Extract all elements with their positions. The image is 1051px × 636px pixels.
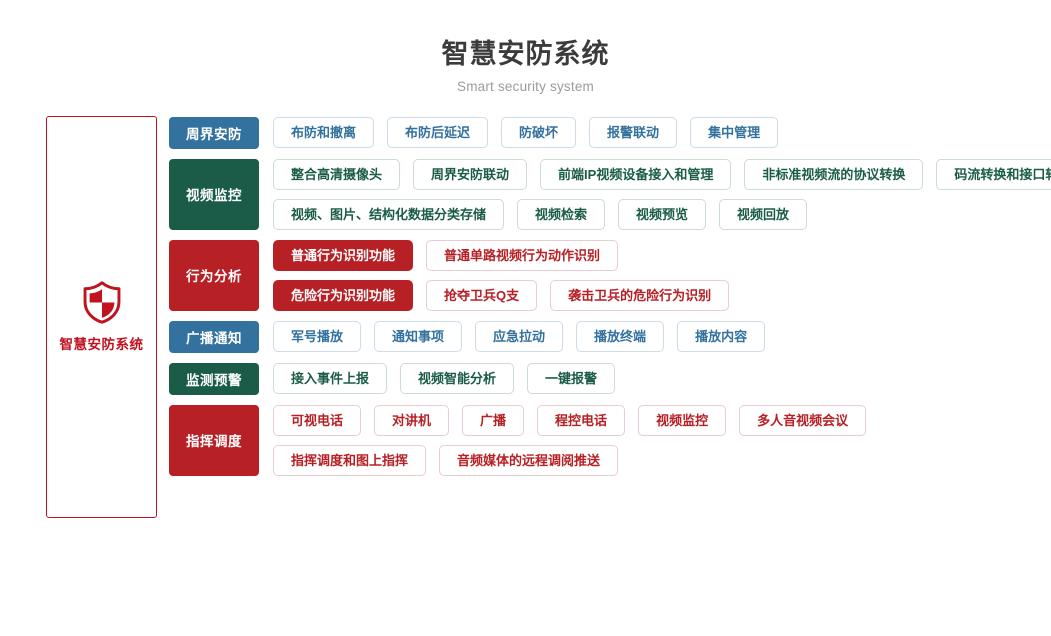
feature-chip[interactable]: 播放终端 [576,321,665,353]
feature-chip[interactable]: 整合高清摄像头 [273,158,401,190]
page-header: 智慧安防系统 Smart security system [0,0,1051,94]
category-button[interactable]: 视频监控 [169,158,259,230]
category-row: 周界安防布防和撤离布防后延迟防破坏报警联动集中管理 [169,116,1051,149]
category-row: 广播通知军号播放通知事项应急拉动播放终端播放内容 [169,320,1051,353]
category-button[interactable]: 周界安防 [169,116,259,149]
chip-group: 布防和撤离布防后延迟防破坏报警联动集中管理 [273,117,779,149]
page-subtitle: Smart security system [457,78,594,94]
feature-chip[interactable]: 袭击卫兵的危险行为识别 [550,279,730,311]
feature-chip[interactable]: 视频、图片、结构化数据分类存储 [273,198,505,230]
chip-line: 视频、图片、结构化数据分类存储视频检索视频预览视频回放 [273,198,1051,230]
feature-chip[interactable]: 防破坏 [501,117,577,149]
category-row: 视频监控整合高清摄像头周界安防联动前端IP视频设备接入和管理非标准视频流的协议转… [169,158,1051,230]
feature-chip[interactable]: 视频监控 [638,404,727,436]
feature-chip[interactable]: 集中管理 [690,117,779,149]
feature-chip[interactable]: 视频检索 [517,198,606,230]
category-row: 监测预警接入事件上报视频智能分析一键报警 [169,362,1051,395]
feature-chip[interactable]: 报警联动 [589,117,678,149]
chip-group: 接入事件上报视频智能分析一键报警 [273,363,616,395]
feature-chip[interactable]: 抢夺卫兵Q支 [426,279,538,311]
chip-line: 普通行为识别功能普通单路视频行为动作识别 [273,239,729,271]
feature-chip[interactable]: 应急拉动 [475,321,564,353]
feature-chip[interactable]: 视频回放 [719,198,808,230]
feature-chip[interactable]: 播放内容 [677,321,766,353]
feature-chip[interactable]: 周界安防联动 [413,158,528,190]
feature-chip[interactable]: 视频预览 [618,198,707,230]
feature-chip[interactable]: 一键报警 [527,363,616,395]
feature-chip[interactable]: 非标准视频流的协议转换 [744,158,924,190]
feature-chip[interactable]: 接入事件上报 [273,363,388,395]
category-row: 指挥调度可视电话对讲机广播程控电话视频监控多人音视频会议指挥调度和图上指挥音频媒… [169,404,1051,476]
feature-chip[interactable]: 前端IP视频设备接入和管理 [540,158,732,190]
feature-chip[interactable]: 普通行为识别功能 [273,239,414,271]
chip-line: 整合高清摄像头周界安防联动前端IP视频设备接入和管理非标准视频流的协议转换码流转… [273,158,1051,190]
feature-chip[interactable]: 码流转换和接口转换 [936,158,1051,190]
feature-chip[interactable]: 多人音视频会议 [739,404,867,436]
feature-chip[interactable]: 布防后延迟 [387,117,489,149]
feature-chip[interactable]: 音频媒体的远程调阅推送 [439,444,619,476]
chip-line: 军号播放通知事项应急拉动播放终端播放内容 [273,321,766,353]
feature-chip[interactable]: 危险行为识别功能 [273,279,414,311]
chip-group: 可视电话对讲机广播程控电话视频监控多人音视频会议指挥调度和图上指挥音频媒体的远程… [273,404,867,476]
chip-group: 普通行为识别功能普通单路视频行为动作识别危险行为识别功能抢夺卫兵Q支袭击卫兵的危… [273,239,730,311]
feature-chip[interactable]: 广播 [462,404,525,436]
chip-line: 危险行为识别功能抢夺卫兵Q支袭击卫兵的危险行为识别 [273,279,730,311]
brand-card: 智慧安防系统 [46,115,157,518]
category-row: 行为分析普通行为识别功能普通单路视频行为动作识别危险行为识别功能抢夺卫兵Q支袭击… [169,239,1051,311]
chip-line: 布防和撤离布防后延迟防破坏报警联动集中管理 [273,117,779,149]
page-title: 智慧安防系统 [441,39,610,69]
feature-chip[interactable]: 视频智能分析 [400,363,515,395]
feature-chip[interactable]: 普通单路视频行为动作识别 [426,239,619,271]
diagram-board: 智慧安防系统 周界安防布防和撤离布防后延迟防破坏报警联动集中管理视频监控整合高清… [0,115,1051,518]
brand-label: 智慧安防系统 [59,337,144,353]
chip-line: 接入事件上报视频智能分析一键报警 [273,363,616,395]
feature-chip[interactable]: 对讲机 [374,404,450,436]
feature-chip[interactable]: 程控电话 [537,404,626,436]
chip-group: 军号播放通知事项应急拉动播放终端播放内容 [273,321,766,353]
feature-chip[interactable]: 指挥调度和图上指挥 [273,444,427,476]
chip-line: 指挥调度和图上指挥音频媒体的远程调阅推送 [273,444,866,476]
category-button[interactable]: 广播通知 [169,320,259,353]
shield-icon [80,280,124,324]
chip-line: 可视电话对讲机广播程控电话视频监控多人音视频会议 [273,404,867,436]
feature-chip[interactable]: 军号播放 [273,321,362,353]
feature-chip[interactable]: 通知事项 [374,321,463,353]
category-button[interactable]: 行为分析 [169,239,259,311]
category-rows: 周界安防布防和撤离布防后延迟防破坏报警联动集中管理视频监控整合高清摄像头周界安防… [169,116,1051,476]
feature-chip[interactable]: 布防和撤离 [273,117,375,149]
category-button[interactable]: 监测预警 [169,362,259,395]
category-button[interactable]: 指挥调度 [169,404,259,476]
feature-chip[interactable]: 可视电话 [273,404,362,436]
chip-group: 整合高清摄像头周界安防联动前端IP视频设备接入和管理非标准视频流的协议转换码流转… [273,158,1051,230]
